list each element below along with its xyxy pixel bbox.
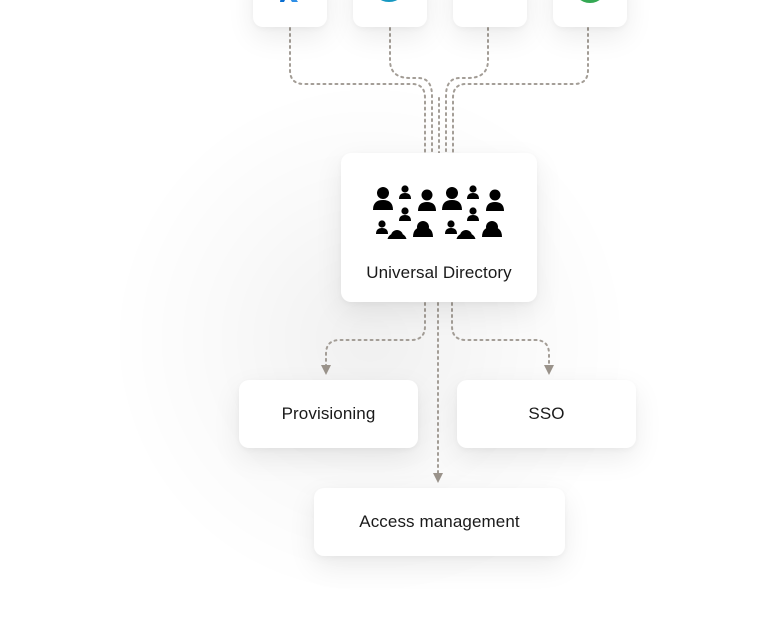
app-tile-salesforce[interactable]: [353, 0, 427, 27]
provisioning-label: Provisioning: [281, 404, 376, 423]
app-tile-azure[interactable]: [253, 0, 327, 27]
app-tile-blank[interactable]: [453, 0, 527, 27]
directory-label: Universal Directory: [366, 263, 512, 282]
connector-app2-directory: [389, 27, 433, 154]
provisioning-card[interactable]: Provisioning: [239, 380, 418, 448]
app-tile-green[interactable]: [553, 0, 627, 27]
azure-icon: [272, 0, 308, 7]
universal-directory-card[interactable]: Universal Directory: [341, 153, 537, 302]
users-group-icon: [373, 185, 504, 239]
access-management-label: Access management: [359, 512, 520, 531]
blank-app-icon: [472, 0, 508, 7]
salesforce-icon: [372, 0, 408, 7]
connector-app1-directory: [289, 27, 426, 154]
green-circle-icon: [572, 0, 608, 7]
connector-directory-sso: [451, 302, 554, 375]
sso-label: SSO: [528, 404, 565, 423]
connector-app4-directory: [452, 27, 589, 154]
connector-app3-directory: [445, 27, 489, 154]
access-management-card[interactable]: Access management: [314, 488, 565, 556]
sso-card[interactable]: SSO: [457, 380, 636, 448]
connector-directory-provisioning: [321, 302, 426, 375]
